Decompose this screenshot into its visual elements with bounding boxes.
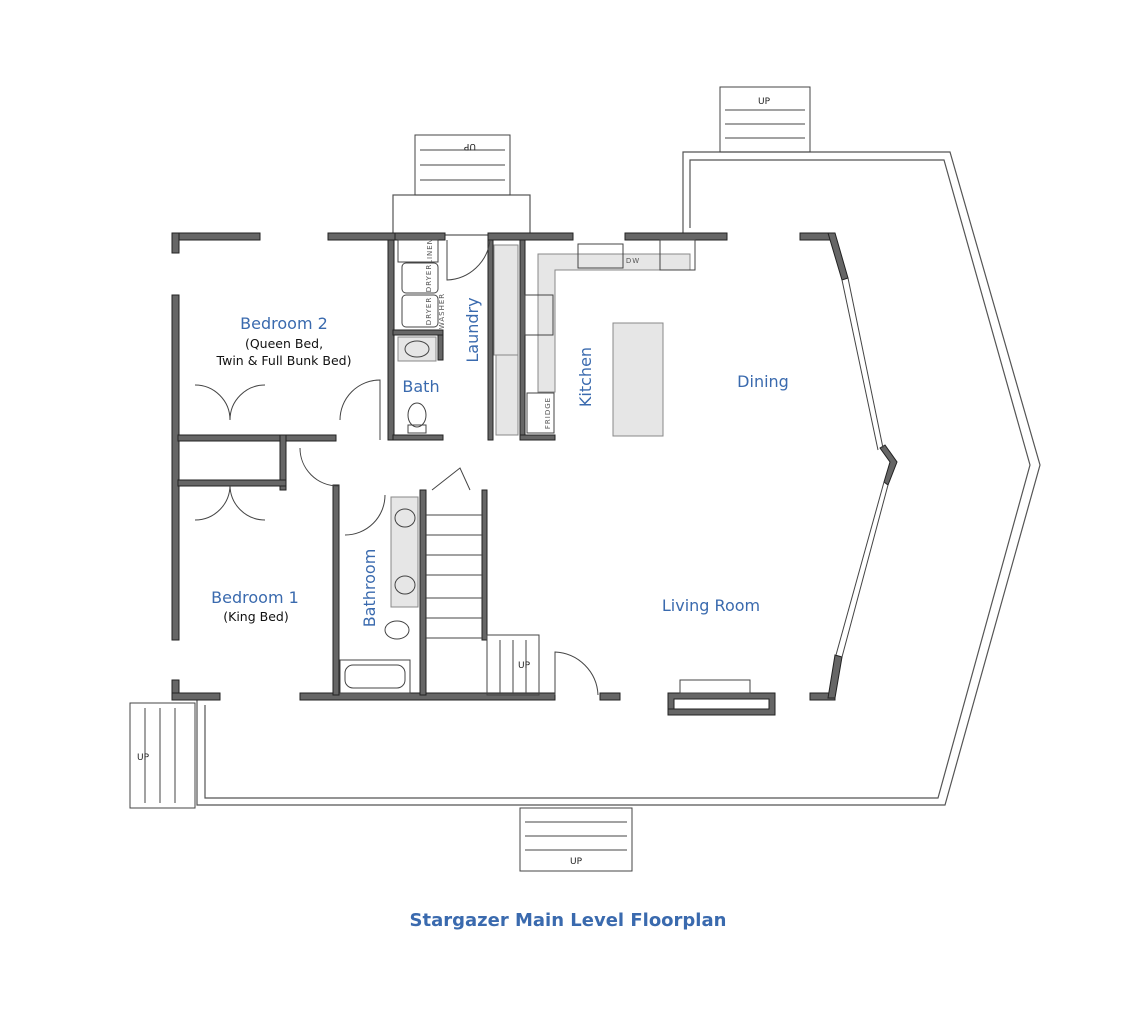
- bedroom1-note: (King Bed): [223, 609, 288, 624]
- stairs-bottom-label: UP: [570, 857, 583, 867]
- bathroom-label: Bathroom: [360, 549, 379, 628]
- kitchen-label: Kitchen: [576, 347, 595, 407]
- laundry-label: Laundry: [463, 297, 482, 362]
- bedroom2-label: Bedroom 2: [240, 314, 328, 333]
- kitchen-island: [612, 322, 664, 437]
- stairs-top-label: UP: [463, 141, 476, 151]
- stairs-top: UP: [414, 134, 511, 196]
- floorplan-title: Stargazer Main Level Floorplan: [410, 910, 727, 931]
- stairs-top-right-label: UP: [758, 97, 771, 107]
- stairs-top-right: UP: [719, 86, 811, 153]
- doors: [194, 239, 599, 696]
- dryer-label-2: DRYER: [425, 297, 433, 325]
- dining-label: Dining: [737, 372, 789, 391]
- bedroom1-label: Bedroom 1: [211, 588, 299, 607]
- wraparound-deck: [196, 151, 1041, 806]
- stairs-left-label: UP: [137, 753, 150, 763]
- exterior-walls: [171, 232, 898, 716]
- linen-label: LINEN: [426, 238, 434, 264]
- bath-label: Bath: [402, 377, 439, 396]
- interior-stairs-label: UP: [518, 661, 531, 671]
- stairs-bottom: UP: [519, 807, 633, 872]
- fixtures: LINEN DRYER DRYER WASHER DW FRIDGE: [339, 238, 751, 694]
- fridge-label: FRIDGE: [544, 397, 552, 429]
- interior-walls: [177, 239, 556, 696]
- bedroom2-note-2: Twin & Full Bunk Bed): [216, 353, 352, 368]
- bedroom2-note-1: (Queen Bed,: [245, 336, 323, 351]
- dryer-label-1: DRYER: [425, 264, 433, 292]
- living-room-label: Living Room: [662, 596, 760, 615]
- interior-stairs: UP: [426, 514, 540, 696]
- stairs-left: UP: [129, 702, 196, 809]
- dw-label: DW: [626, 257, 640, 265]
- washer-label: WASHER: [438, 293, 446, 329]
